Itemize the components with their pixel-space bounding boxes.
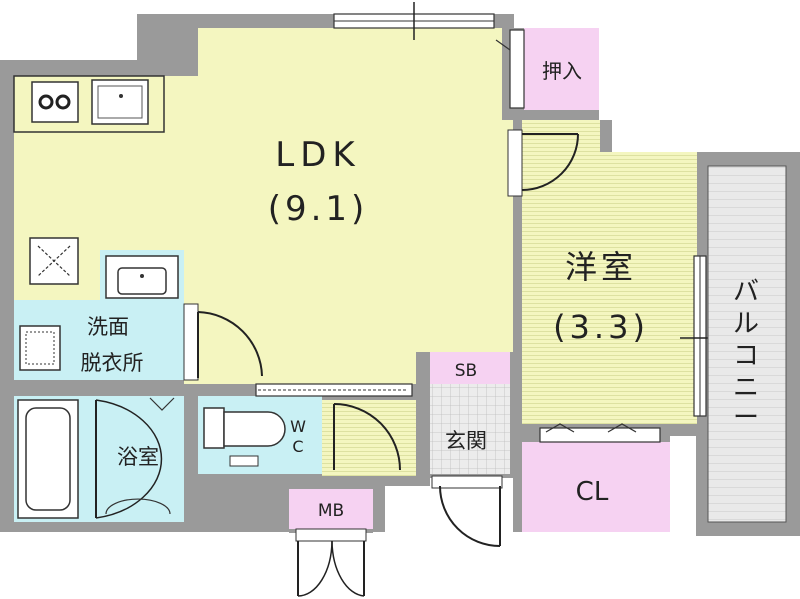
balcony-label-2: ル xyxy=(733,309,759,339)
meter-box: MB xyxy=(289,489,373,597)
hall-shelf xyxy=(255,383,413,397)
washroom-door[interactable] xyxy=(183,303,263,381)
toilet-icon xyxy=(223,411,286,447)
washroom-label-1: 洗面 xyxy=(87,315,129,339)
kitchen-sink-icon xyxy=(91,79,149,125)
bathroom-label: 浴室 xyxy=(117,445,159,469)
kitchen-counter xyxy=(13,75,165,285)
toilet-room: W C xyxy=(198,396,322,474)
ldk-label: LDK xyxy=(275,135,360,175)
oshiire-closet: 押入 xyxy=(495,28,599,110)
toilet-door[interactable] xyxy=(322,400,416,476)
toilet-label-2: C xyxy=(292,437,303,456)
cl-label: CL xyxy=(576,477,609,507)
entrance-door[interactable] xyxy=(431,475,503,547)
washing-machine-icon xyxy=(19,325,61,371)
entrance: 玄関 xyxy=(430,384,510,474)
bathtub-icon xyxy=(17,399,79,519)
western-room-door[interactable] xyxy=(507,129,579,197)
washroom-label-2: 脱衣所 xyxy=(81,351,144,375)
oshiire-label: 押入 xyxy=(542,59,582,83)
western-room-label: 洋室 xyxy=(565,248,637,286)
bathroom: 浴室 xyxy=(14,396,184,522)
toilet-label-1: W xyxy=(290,417,306,436)
entrance-label: 玄関 xyxy=(445,429,487,453)
washroom: 洗面 脱衣所 xyxy=(14,250,184,380)
western-room: 洋室 (3.3) xyxy=(522,120,697,424)
ldk-size: (9.1) xyxy=(268,189,369,229)
cl-closet: CL xyxy=(522,423,670,532)
balcony-label-3: コ xyxy=(733,341,759,371)
top-window xyxy=(333,2,495,40)
shoe-box: SB xyxy=(430,352,510,384)
balcony-label-5: ー xyxy=(733,403,759,433)
balcony-window xyxy=(680,255,724,417)
balcony-label-1: バ xyxy=(733,277,759,307)
burner-icon xyxy=(38,94,54,110)
balcony-label-4: ニ xyxy=(733,373,759,403)
sb-label: SB xyxy=(455,361,477,381)
burner-icon xyxy=(55,94,71,110)
western-room-size: (3.3) xyxy=(553,308,649,346)
balcony: バ ル コ ニ ー xyxy=(707,165,787,523)
mb-label: MB xyxy=(318,501,344,521)
